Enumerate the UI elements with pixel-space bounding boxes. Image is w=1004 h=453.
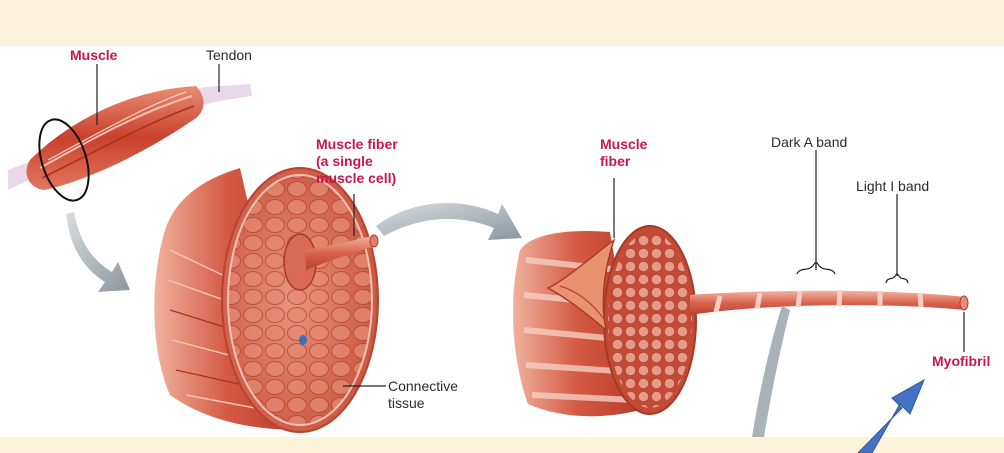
top-banner <box>0 0 1004 46</box>
blue-arrow <box>857 378 926 453</box>
label-muscle: Muscle <box>70 47 118 63</box>
fascicle-cylinder <box>154 167 379 433</box>
label-connective-tissue: Connective tissue <box>388 378 459 411</box>
label-dark-a-band: Dark A band <box>771 134 848 150</box>
muscle-fiber-bundle <box>513 225 969 417</box>
whole-muscle <box>8 84 252 202</box>
label-tendon: Tendon <box>206 47 252 63</box>
arrow-myofibril-down <box>752 306 790 437</box>
bottom-banner <box>0 437 1004 453</box>
label-muscle-fiber-cell: Muscle fiber (a single muscle cell) <box>316 136 398 186</box>
label-muscle-fiber: Muscle fiber <box>600 136 648 169</box>
label-myofibril: Myofibril <box>932 353 991 369</box>
arrow-fascicle-to-fiber <box>376 202 522 240</box>
arrow-muscle-to-fascicle <box>66 212 130 292</box>
gray-arrows <box>66 202 790 437</box>
leader-lines <box>96 64 965 387</box>
label-light-i-band: Light I band <box>856 178 930 194</box>
